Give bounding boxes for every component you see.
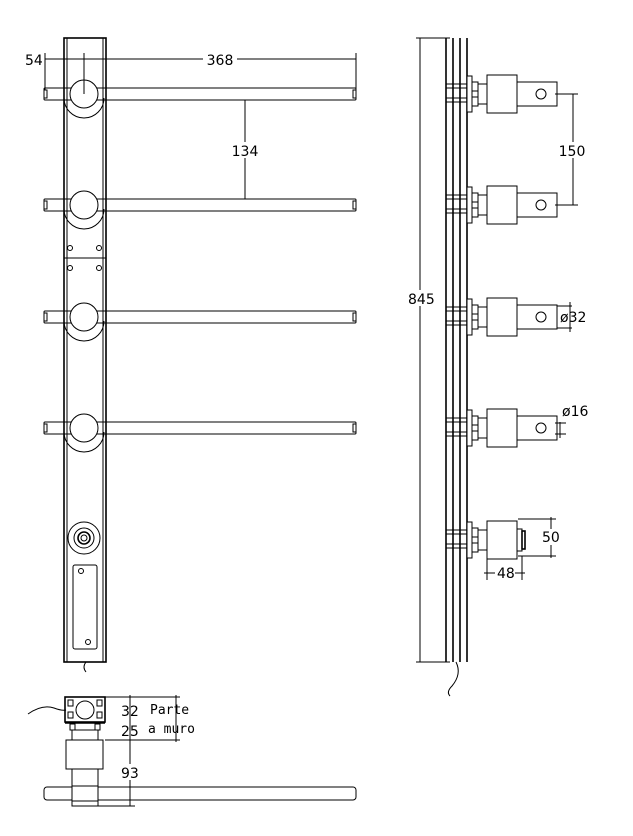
dim-spacing: 150: [559, 144, 586, 160]
dim-knob-height: 50: [542, 530, 560, 546]
dim-diameter-outer: ø32: [560, 310, 586, 326]
dim-projection: 93: [121, 766, 139, 782]
towel-bar: [43, 786, 357, 801]
bar-bracket-4: [445, 408, 558, 448]
note-a-muro: a muro: [148, 722, 195, 737]
dimension-d16: ø16: [555, 404, 588, 438]
bar-bracket-1: [445, 74, 558, 114]
towel-bar-4: [43, 413, 357, 453]
control-panel: [72, 564, 98, 650]
dim-bar-length: 368: [207, 53, 234, 69]
towel-bar-2: [43, 190, 357, 230]
dim-height: 845: [408, 292, 435, 308]
dim-gap: 25: [121, 724, 139, 740]
control-knob: [67, 521, 101, 555]
dim-diameter-inner: ø16: [562, 404, 588, 420]
towel-bar-3: [43, 302, 357, 342]
wall-box: [64, 696, 106, 723]
front-view: 368 54 134: [25, 37, 357, 673]
top-view: 32 25 93 Parte a muro: [27, 695, 357, 807]
dim-bar-spacing: 134: [232, 144, 259, 160]
dim-knob-depth: 48: [497, 566, 515, 582]
dimension-50: 50: [518, 517, 564, 558]
dim-offset: 54: [25, 53, 43, 69]
bar-bracket-3: [445, 297, 558, 337]
bracket-body: [65, 739, 104, 770]
dimension-48: 48: [484, 556, 525, 582]
note-parte: Parte: [150, 703, 189, 718]
dimension-d32: ø32: [557, 302, 586, 332]
cable: [27, 706, 67, 715]
towel-bar-1: [43, 79, 357, 119]
cable: [447, 661, 459, 697]
dimension-368: 368 54: [25, 50, 357, 94]
column-outline: [63, 37, 107, 663]
side-view: 845 150 ø32 ø16: [400, 37, 588, 697]
bar-bracket-2: [445, 185, 558, 225]
dim-wall-part: 32: [121, 704, 139, 720]
dimension-150: 150: [555, 93, 588, 206]
screws: [67, 245, 102, 271]
dimension-134: 134: [230, 100, 260, 199]
knob-bracket: [445, 520, 526, 560]
cable: [83, 661, 87, 673]
